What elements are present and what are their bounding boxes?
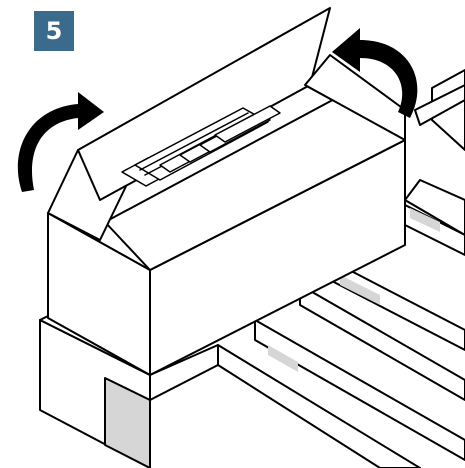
box xyxy=(47,7,406,376)
curved-arrow-left-icon xyxy=(17,92,105,192)
curved-arrow-right-icon xyxy=(332,28,418,118)
step-badge: 5 xyxy=(34,11,74,51)
step-number: 5 xyxy=(45,17,63,45)
box-contents xyxy=(121,105,281,187)
